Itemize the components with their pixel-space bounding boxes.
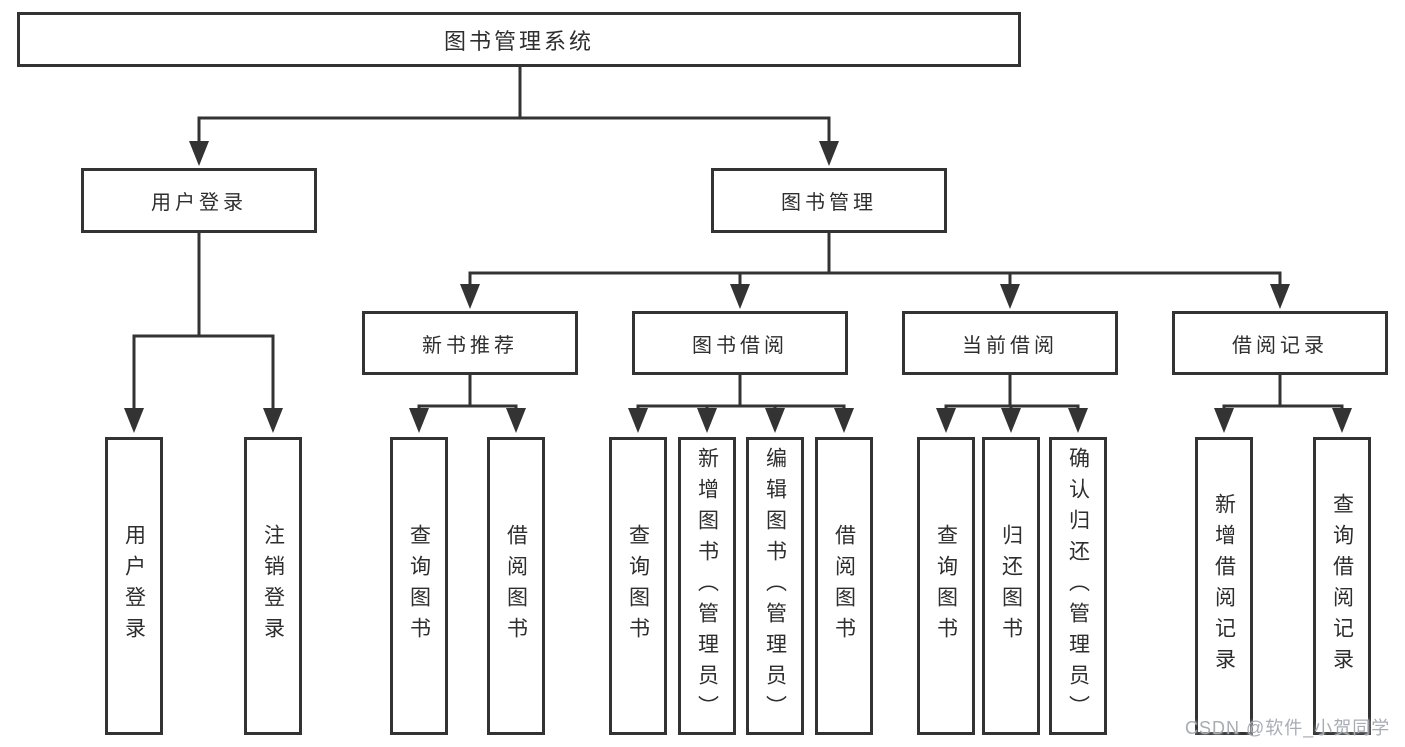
leaf-edit-books-admin-label: 编辑图书（管理员） (763, 446, 787, 726)
connector-level2-branch (197, 116, 831, 158)
node-library-system-label: 图书管理系统 (443, 28, 594, 54)
leaf-add-books-admin-label: 新增图书（管理员） (695, 446, 719, 726)
leaf-borrow-books-recommend: 借阅图书 (487, 437, 545, 735)
leaf-confirm-return-admin: 确认归还（管理员） (1049, 437, 1107, 735)
leaf-query-books-recommend-label: 查询图书 (407, 524, 431, 648)
node-borrowing-records: 借阅记录 (1172, 311, 1388, 375)
leaf-query-books-borrowing: 查询图书 (609, 437, 667, 735)
leaf-add-books-admin: 新增图书（管理员） (678, 437, 736, 735)
connector-level3-branch (468, 271, 1282, 301)
arrowhead-icon (460, 284, 480, 309)
arrowhead-icon (1214, 408, 1234, 433)
leaf-query-books-current: 查询图书 (917, 437, 975, 735)
arrowhead-icon (936, 408, 956, 433)
leaf-user-login-label: 用户登录 (122, 524, 146, 648)
arrowhead-icon (730, 284, 750, 309)
leaf-add-borrow-record-label: 新增借阅记录 (1212, 493, 1236, 679)
arrowhead-icon (1068, 408, 1088, 433)
arrowhead-icon (628, 408, 648, 433)
leaf-logout-label: 注销登录 (261, 524, 285, 648)
leaf-add-borrow-record: 新增借阅记录 (1195, 437, 1253, 735)
leaf-query-borrow-record: 查询借阅记录 (1313, 437, 1371, 735)
leaf-return-books: 归还图书 (982, 437, 1040, 735)
leaf-confirm-return-admin-label: 确认归还（管理员） (1066, 446, 1090, 726)
arrowhead-icon (1332, 408, 1352, 433)
leaf-return-books-label: 归还图书 (999, 524, 1023, 648)
arrowhead-icon (765, 408, 785, 433)
connector-newbook-branch (417, 404, 518, 425)
node-current-borrowing: 当前借阅 (902, 311, 1118, 375)
connector-userlogin-branch (132, 334, 275, 425)
arrowhead-icon (189, 141, 209, 166)
node-current-borrowing-label: 当前借阅 (962, 334, 1058, 357)
arrowhead-icon (263, 408, 283, 433)
connector-records-branch (1222, 404, 1344, 425)
arrowhead-icon (409, 408, 429, 433)
leaf-query-books-borrowing-label: 查询图书 (626, 524, 650, 648)
leaf-query-books-current-label: 查询图书 (934, 524, 958, 648)
leaf-borrow-books-borrowing-label: 借阅图书 (832, 524, 856, 648)
node-book-borrowing: 图书借阅 (632, 311, 848, 375)
node-book-borrowing-label: 图书借阅 (692, 334, 788, 357)
arrowhead-icon (1000, 284, 1020, 309)
leaf-query-borrow-record-label: 查询借阅记录 (1330, 493, 1354, 679)
arrowhead-icon (506, 408, 526, 433)
arrowhead-icon (1270, 284, 1290, 309)
leaf-query-books-recommend: 查询图书 (390, 437, 448, 735)
node-book-management: 图书管理 (711, 168, 947, 233)
leaf-user-login: 用户登录 (105, 437, 163, 735)
node-new-book-recommend-label: 新书推荐 (422, 334, 518, 357)
arrowhead-icon (834, 408, 854, 433)
arrowhead-icon (697, 408, 717, 433)
arrowhead-icon (124, 408, 144, 433)
node-user-login: 用户登录 (81, 168, 317, 233)
node-borrowing-records-label: 借阅记录 (1232, 334, 1328, 357)
leaf-borrow-books-borrowing: 借阅图书 (815, 437, 873, 735)
arrowhead-icon (1001, 408, 1021, 433)
node-user-login-label: 用户登录 (151, 192, 247, 214)
node-library-system: 图书管理系统 (17, 12, 1021, 67)
node-new-book-recommend: 新书推荐 (362, 311, 578, 375)
csdn-watermark: CSDN @软件_小贺同学 (1185, 718, 1391, 738)
leaf-logout: 注销登录 (244, 437, 302, 735)
leaf-borrow-books-recommend-label: 借阅图书 (504, 524, 528, 648)
arrowhead-icon (819, 141, 839, 166)
connector-bookborrow-branch (636, 404, 846, 425)
leaf-edit-books-admin: 编辑图书（管理员） (746, 437, 804, 735)
node-book-management-label: 图书管理 (781, 192, 877, 214)
